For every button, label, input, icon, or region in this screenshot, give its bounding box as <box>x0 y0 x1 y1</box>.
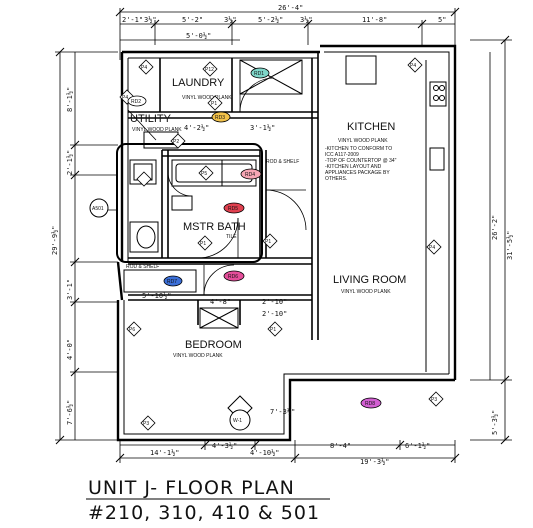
dim-left: 7'-6½" <box>66 400 74 425</box>
kitchen-note-line: -KITCHEN TO CONFORM TO <box>325 146 392 152</box>
dim-top: 5'-2" <box>182 16 203 24</box>
room-name-living: LIVING ROOM <box>333 274 406 286</box>
dim-bottom: 14'-1½" <box>150 449 180 457</box>
room-data-tag: RD2 <box>131 99 141 105</box>
partition-tag: P1 <box>265 239 271 245</box>
dim-left: 8'-1½" <box>66 87 74 112</box>
kitchen-note-line: -TOP OF COUNTERTOP @ 34" <box>325 158 397 164</box>
dim-right: 5'-3½" <box>491 410 499 435</box>
dimension-ticks <box>55 7 510 463</box>
bath-highlight-outline <box>116 143 263 263</box>
dim-top: 2'-1" <box>122 16 143 24</box>
room-finish-utility: VINYL WOOD PLANK <box>132 127 182 133</box>
door-swings <box>127 77 307 296</box>
exterior-walls <box>116 44 457 442</box>
partition-tag-labels: P4 P12 P1 P4 P4 P5 P2 P1 P1 P4 P6 P1 P3 … <box>122 63 437 427</box>
room-finish-bedroom: VINYL WOOD PLANK <box>173 353 223 359</box>
dim-top: 5'-0½" <box>186 32 211 40</box>
rod-shelf-lower-label: ROD & SHELF <box>126 264 159 270</box>
dim-bottom-overall: 19'-3½" <box>360 458 390 466</box>
dim-inner: 7'-3½" <box>270 408 295 416</box>
kitchen-notes: -KITCHEN TO CONFORM TO ICC A117-2009 -TO… <box>325 146 397 182</box>
dimension-texts: 26'-4" 2'-1" 3½" 5'-2" 3½" 5'-2½" 3½" 11… <box>51 4 514 466</box>
room-finish-kitchen: VINYL WOOD PLANK <box>338 138 388 144</box>
room-name-laundry: LAUNDRY <box>172 77 225 89</box>
room-data-tags <box>127 67 382 409</box>
partition-tag: P4 <box>122 95 128 101</box>
dim-top: 11'-8" <box>362 16 387 24</box>
kitchen-note-line: -KITCHEN LAYOUT AND <box>325 164 382 170</box>
dim-top: 5" <box>438 16 446 24</box>
kitchen-note-line: OTHERS. <box>325 176 347 182</box>
partition-tag: P1 <box>211 101 217 107</box>
plan-title-line1: UNIT J- FLOOR PLAN <box>88 477 295 499</box>
partition-tag: P1 <box>200 241 206 247</box>
dim-left-overall: 29'-9½" <box>51 225 59 255</box>
room-name-kitchen: KITCHEN <box>347 121 395 133</box>
dim-inner: 2'-10" <box>262 310 287 318</box>
section-tag-label: A501 <box>92 206 104 212</box>
dim-inner: 3'-1½" <box>250 124 275 132</box>
elevation-tag-label: W-1 <box>233 418 242 424</box>
partition-tag: P12 <box>205 67 214 73</box>
partition-tag: P2 <box>173 139 179 145</box>
dim-inner: 4'-8" <box>210 298 231 306</box>
dim-top: 5'-2½" <box>258 16 283 24</box>
partition-tag: P6 <box>129 327 135 333</box>
dim-right: 26'-2" <box>491 215 499 240</box>
room-name-utility: UTILITY <box>130 113 172 125</box>
dim-left: 2'-1½" <box>66 150 74 175</box>
room-data-tag: RD7 <box>167 279 177 285</box>
room-data-tag: RD5 <box>228 206 238 212</box>
room-data-tag: RD8 <box>365 401 375 407</box>
room-data-tag: RD6 <box>228 274 238 280</box>
room-data-tag-labels: RD1 RD2 RD3 RD4 RD5 RD6 RD7 RD8 <box>131 71 375 407</box>
dim-inner: 5'-10½" <box>142 292 172 300</box>
dim-right-overall: 31'-5½" <box>506 230 514 260</box>
room-finish-laundry: VINYL WOOD PLANK <box>182 95 232 101</box>
partition-tag: P4 <box>410 63 416 69</box>
kitchen-note-line: ICC A117-2009 <box>325 152 359 158</box>
dim-left: 3'-1" <box>66 279 74 300</box>
plan-title-line2: #210, 310, 410 & 501 <box>88 502 320 524</box>
room-data-tag: RD1 <box>254 71 264 77</box>
rod-shelf-upper-label: ROD & SHELF <box>266 159 299 165</box>
dim-top: 3½" <box>144 16 157 24</box>
dim-bottom: 4'-10½" <box>250 449 280 457</box>
room-data-tag: RD4 <box>245 172 255 178</box>
fixtures <box>123 55 447 372</box>
partition-tag: P4 <box>141 65 147 71</box>
partition-tag: P3 <box>143 421 149 427</box>
partition-tag: P4 <box>429 245 435 251</box>
dim-top: 3½" <box>300 16 313 24</box>
section-tag: A501 <box>89 198 109 218</box>
exterior-wall-inner-line <box>123 51 450 435</box>
room-finish-living: VINYL WOOD PLANK <box>341 289 391 295</box>
partition-tag: P1 <box>270 327 276 333</box>
room-name-bedroom: BEDROOM <box>185 339 242 351</box>
dim-top: 3½" <box>224 16 237 24</box>
dim-bottom: 4'-3½" <box>212 442 237 450</box>
kitchen-note-line: APPLIANCES PACKAGE BY <box>325 170 390 176</box>
room-data-tag: RD3 <box>215 115 225 121</box>
elevation-tag: W-1 <box>227 395 253 431</box>
partition-tag: P5 <box>201 171 207 177</box>
partition-tag: P3 <box>431 397 437 403</box>
room-name-mstr-bath: MSTR BATH <box>183 221 246 233</box>
dim-bottom: 6'-1½" <box>405 442 430 450</box>
dim-bottom: 8'-4" <box>330 442 351 450</box>
dim-top-overall: 26'-4" <box>278 4 303 12</box>
partition-tags <box>119 57 444 431</box>
room-finish-mstr-bath: TILE <box>226 234 237 240</box>
dim-inner: 2'-10" <box>262 298 287 306</box>
dim-left: 4'-0" <box>66 339 74 360</box>
dim-inner: 4'-2½" <box>184 124 209 132</box>
